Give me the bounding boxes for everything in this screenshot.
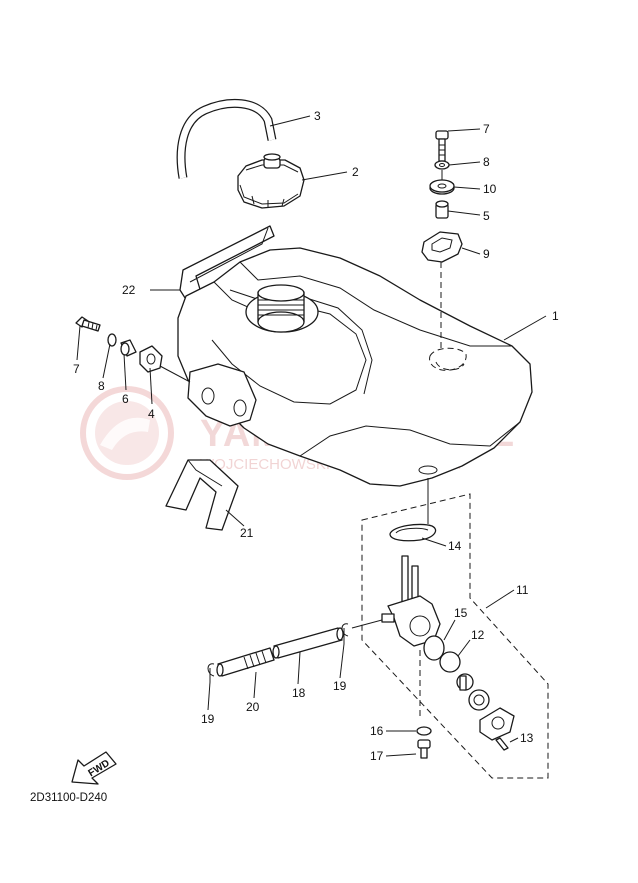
callout-17: 17 <box>370 749 384 763</box>
callout-8-left: 8 <box>98 379 105 393</box>
part-3-breather-hose <box>176 98 277 179</box>
pipe-to-cock <box>351 619 383 629</box>
callout-19-left: 19 <box>201 712 215 726</box>
part-7-bolt-left <box>75 316 101 332</box>
part-15-lever <box>423 635 445 661</box>
part-8-washer-right <box>434 160 450 170</box>
part-5-spacer <box>435 200 449 219</box>
callout-3: 3 <box>314 109 321 123</box>
fuel-cock-body <box>381 555 441 647</box>
callout-6: 6 <box>122 392 129 406</box>
callout-10: 10 <box>483 182 497 196</box>
part-19-clip-right <box>341 623 349 644</box>
part-6-collar-left <box>120 339 137 357</box>
part-7-bolt-right <box>435 130 449 162</box>
callout-2: 2 <box>352 165 359 179</box>
part-16-washer <box>416 726 432 736</box>
part-13-cover-plate <box>479 707 515 751</box>
callout-22: 22 <box>122 283 136 297</box>
part-12-gasket <box>439 651 461 673</box>
callout-1: 1 <box>552 309 559 323</box>
part-10-collar <box>429 179 455 195</box>
part-17-screw <box>417 739 431 759</box>
callout-14: 14 <box>448 539 462 553</box>
leader-lines <box>76 115 547 757</box>
part-1-fuel-tank <box>177 247 533 487</box>
part-4-damper <box>139 345 191 383</box>
part-8-washer-left <box>107 333 117 347</box>
callout-4: 4 <box>148 407 155 421</box>
part-14-o-ring <box>389 523 437 542</box>
callout-18: 18 <box>292 686 306 700</box>
part-12-plate-washer <box>468 689 490 711</box>
part-19-clip-left <box>207 663 215 682</box>
callout-7-left: 7 <box>73 362 80 376</box>
callouts: 1 2 3 4 5 6 7 7 8 8 9 10 11 12 13 14 15 … <box>73 109 559 763</box>
part-12-inner-seal <box>456 673 474 691</box>
callout-15: 15 <box>454 606 468 620</box>
callout-21: 21 <box>240 526 254 540</box>
callout-8-right: 8 <box>483 155 490 169</box>
part-20-hose-protector <box>216 647 275 677</box>
part-21-rubber-strap <box>165 459 239 531</box>
callout-16: 16 <box>370 724 384 738</box>
part-2-fuel-cap <box>237 153 305 209</box>
diagram-code: 2D31100-D240 <box>30 792 107 804</box>
watermark-logo <box>80 386 174 480</box>
part-18-fuel-hose <box>272 627 344 659</box>
callout-11: 11 <box>516 583 529 597</box>
callout-5: 5 <box>483 209 490 223</box>
callout-20: 20 <box>246 700 260 714</box>
callout-9: 9 <box>483 247 490 261</box>
callout-19-right: 19 <box>333 679 347 693</box>
callout-7-right: 7 <box>483 122 490 136</box>
fwd-arrow-icon: FWD <box>71 751 117 785</box>
callout-12: 12 <box>471 628 485 642</box>
callout-13: 13 <box>520 731 534 745</box>
part-9-grommet <box>421 231 463 263</box>
